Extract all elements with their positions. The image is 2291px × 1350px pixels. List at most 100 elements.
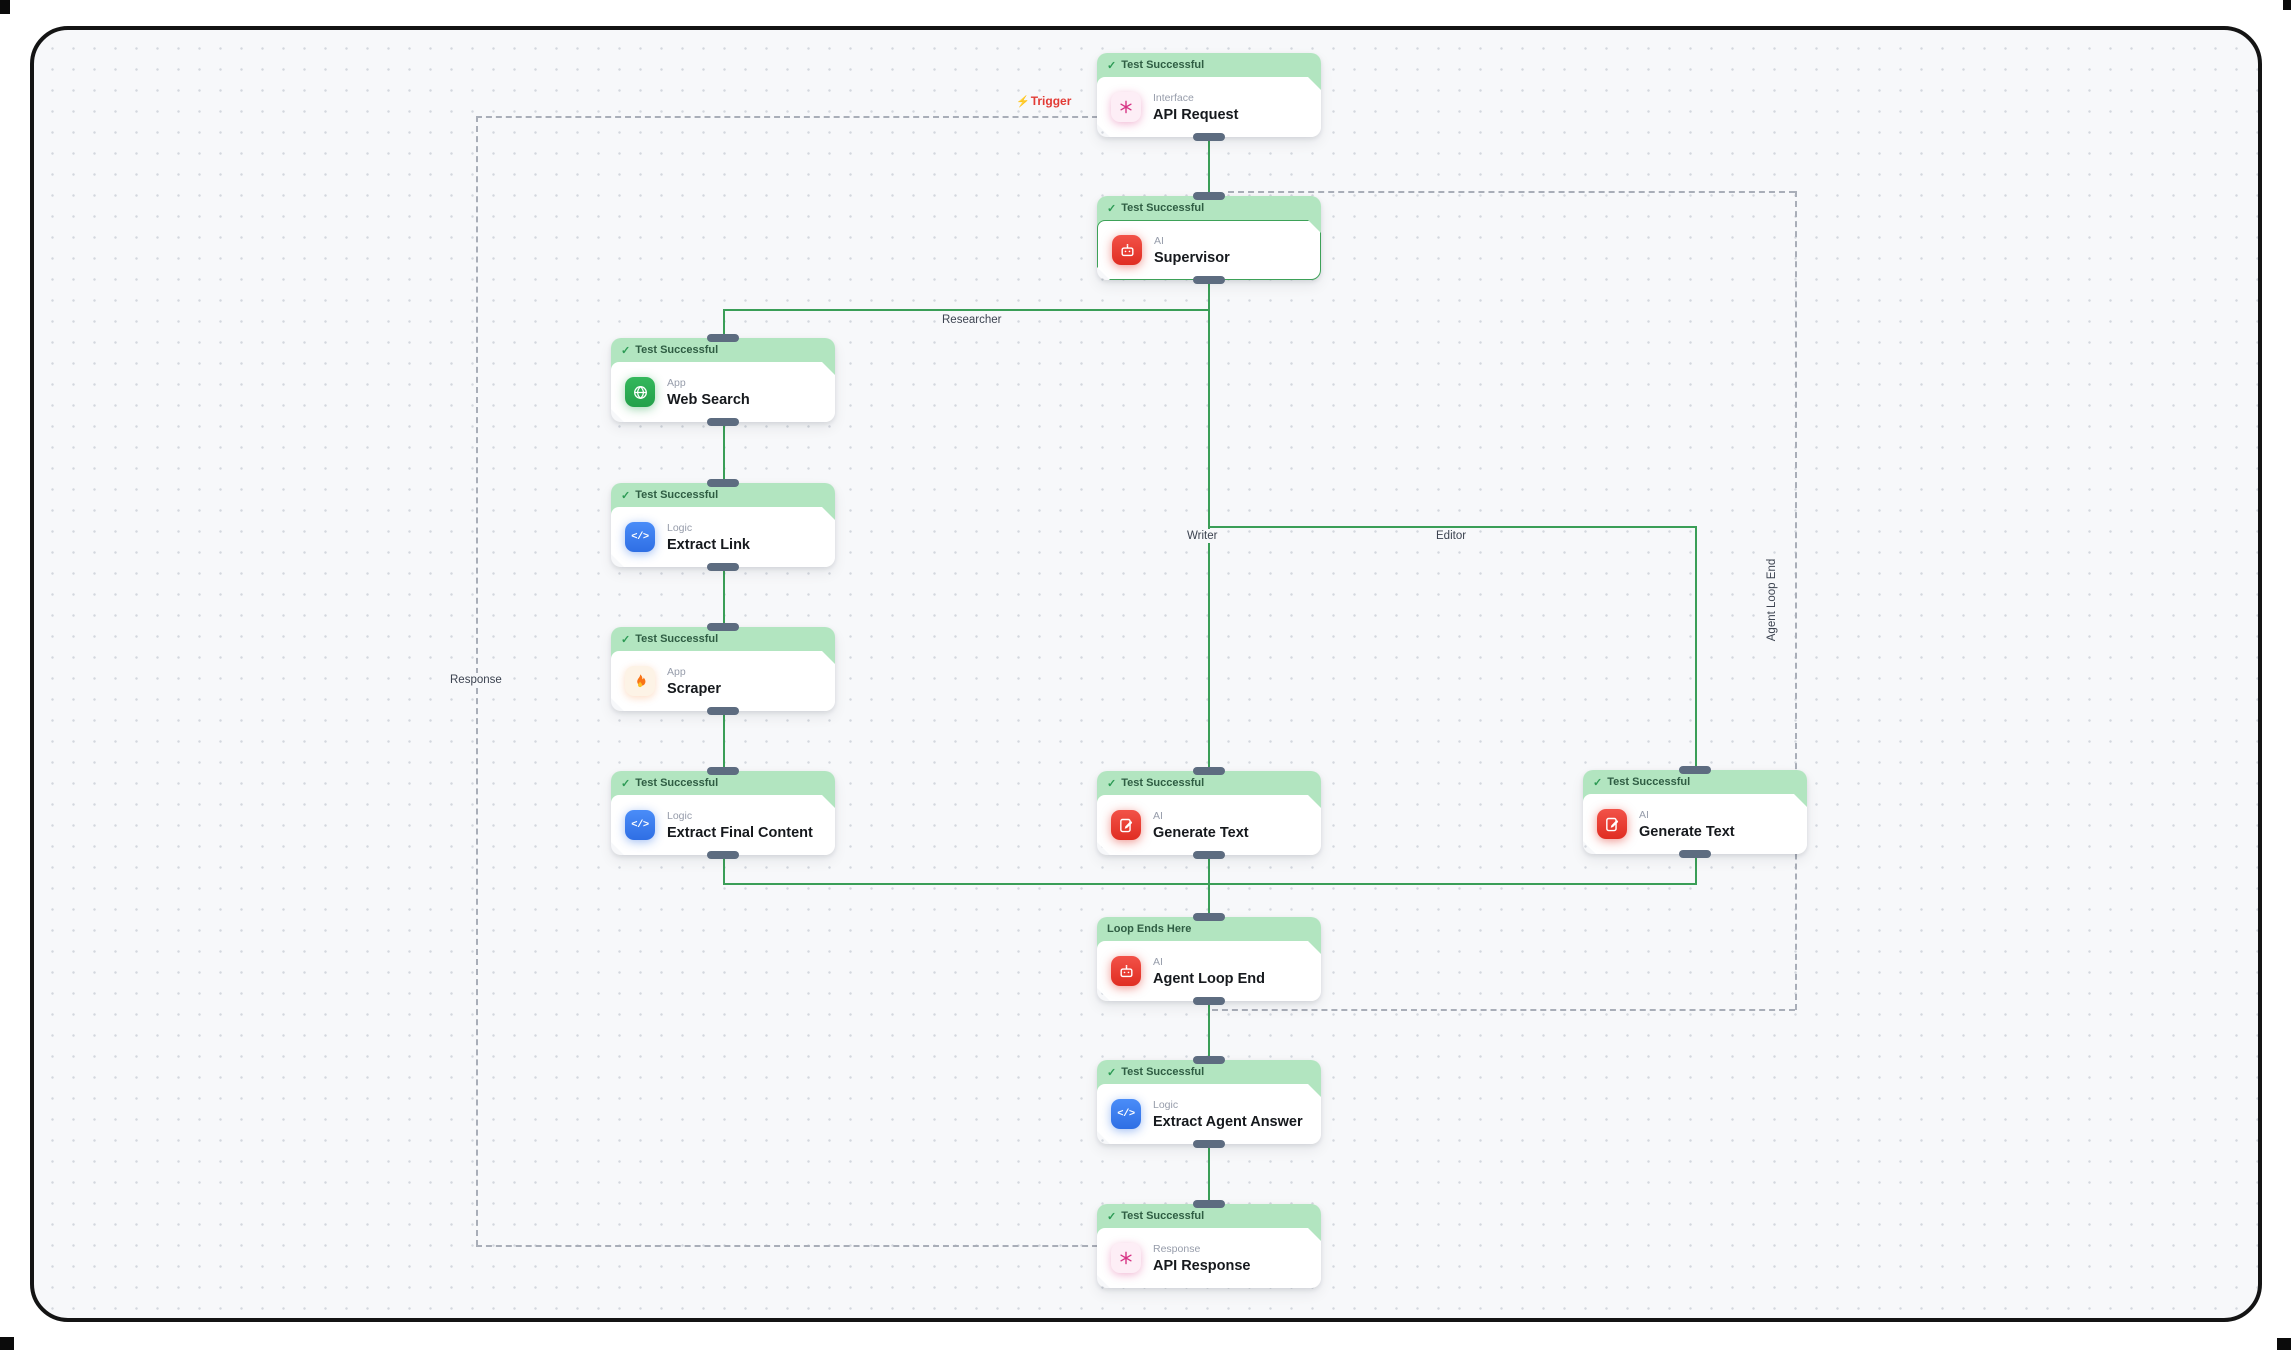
node-status-header: ✓ Test Successful: [1097, 53, 1321, 77]
corner-mark-bottom-left: [0, 1337, 14, 1350]
edge-scraper-extractfinal: [723, 711, 725, 772]
corner-mark-bottom-right: [2277, 1338, 2291, 1350]
edge-label-response: Response: [446, 673, 506, 687]
node-category: App: [667, 665, 686, 678]
output-handle[interactable]: [1193, 851, 1225, 859]
input-handle[interactable]: [1679, 766, 1711, 774]
node-status-label: Test Successful: [635, 777, 719, 789]
output-handle[interactable]: [707, 563, 739, 571]
node-category: Response: [1153, 1242, 1201, 1255]
edge-response-bottom: [476, 1245, 1098, 1247]
input-handle[interactable]: [707, 767, 739, 775]
node-title: Extract Agent Answer: [1153, 1113, 1303, 1130]
robot-icon: [1111, 956, 1141, 986]
edge-label-researcher: Researcher: [938, 313, 1006, 327]
node-status-header: ✓ Test Successful: [611, 483, 835, 507]
node-status-label: Test Successful: [635, 489, 719, 501]
node-status-header: ✓ Test Successful: [611, 627, 835, 651]
input-handle[interactable]: [707, 334, 739, 342]
input-handle[interactable]: [707, 623, 739, 631]
edge-editor-h: [1209, 526, 1697, 528]
output-handle[interactable]: [1679, 850, 1711, 858]
edge-extractlink-scraper: [723, 567, 725, 628]
globe-icon: [625, 377, 655, 407]
output-handle[interactable]: [1193, 1140, 1225, 1148]
code-icon: </>: [1111, 1099, 1141, 1129]
node-status-label: Test Successful: [1121, 1066, 1205, 1078]
check-icon: ✓: [1107, 1210, 1117, 1223]
node-status-header: ✓Test Successful: [1583, 770, 1807, 794]
input-handle[interactable]: [707, 479, 739, 487]
output-handle[interactable]: [1193, 133, 1225, 141]
node-title: API Request: [1153, 106, 1239, 123]
node-status-header: ✓ Test Successful: [1097, 1060, 1321, 1084]
node-status-label: Test Successful: [635, 633, 719, 645]
input-handle[interactable]: [1193, 1200, 1225, 1208]
node-title: Supervisor: [1154, 249, 1230, 266]
corner-mark-top-left: [0, 0, 10, 14]
check-icon: ✓: [621, 777, 631, 790]
output-handle[interactable]: [1193, 276, 1225, 284]
node-status-header: Loop Ends Here: [1097, 917, 1321, 941]
node-status-label: Test Successful: [1121, 59, 1205, 71]
code-icon: </>: [625, 810, 655, 840]
input-handle[interactable]: [1193, 1056, 1225, 1064]
edge-researcher-v: [723, 309, 725, 339]
edge-label-agent-loop-end: Agent Loop End: [1765, 554, 1779, 646]
node-category: AI: [1153, 809, 1163, 822]
output-handle[interactable]: [707, 418, 739, 426]
check-icon: ✓: [1107, 1066, 1117, 1079]
node-category: AI: [1639, 808, 1649, 821]
output-handle[interactable]: [707, 851, 739, 859]
edge-apirequest-supervisor: [1208, 140, 1210, 194]
node-category: App: [667, 376, 686, 389]
node-status-label: Loop Ends Here: [1107, 923, 1192, 935]
input-handle[interactable]: [1193, 913, 1225, 921]
compose-icon: [1597, 809, 1627, 839]
edge-researcher-h: [723, 309, 1210, 311]
edge-merge-right: [1209, 883, 1697, 885]
edge-response-top: [476, 116, 1098, 118]
lightning-icon: ⚡: [1016, 96, 1030, 108]
check-icon: ✓: [1107, 59, 1117, 72]
output-handle[interactable]: [1193, 997, 1225, 1005]
check-icon: ✓: [621, 633, 631, 646]
edge-generatetext-loopend: [1208, 855, 1210, 918]
check-icon: ✓: [1593, 776, 1603, 789]
check-icon: ✓: [621, 489, 631, 502]
node-title: Extract Final Content: [667, 824, 813, 841]
node-status-header: ✓Test Successful: [611, 338, 835, 362]
node-title: Agent Loop End: [1153, 970, 1265, 987]
edge-editor-v: [1695, 526, 1697, 767]
edge-extractfinal-down: [723, 855, 725, 885]
trigger-label: ⚡Trigger: [1016, 94, 1072, 108]
node-status-label: Test Successful: [1121, 1210, 1205, 1222]
input-handle[interactable]: [1193, 192, 1225, 200]
edge-label-writer: Writer: [1183, 529, 1222, 543]
node-category: Logic: [667, 809, 693, 822]
node-status-header: ✓Test Successful: [1097, 196, 1321, 220]
node-category: Interface: [1153, 91, 1194, 104]
node-status-label: Test Successful: [635, 344, 719, 356]
node-title: API Response: [1153, 1257, 1251, 1274]
node-title: Scraper: [667, 680, 722, 697]
input-handle[interactable]: [1193, 767, 1225, 775]
output-handle[interactable]: [707, 707, 739, 715]
